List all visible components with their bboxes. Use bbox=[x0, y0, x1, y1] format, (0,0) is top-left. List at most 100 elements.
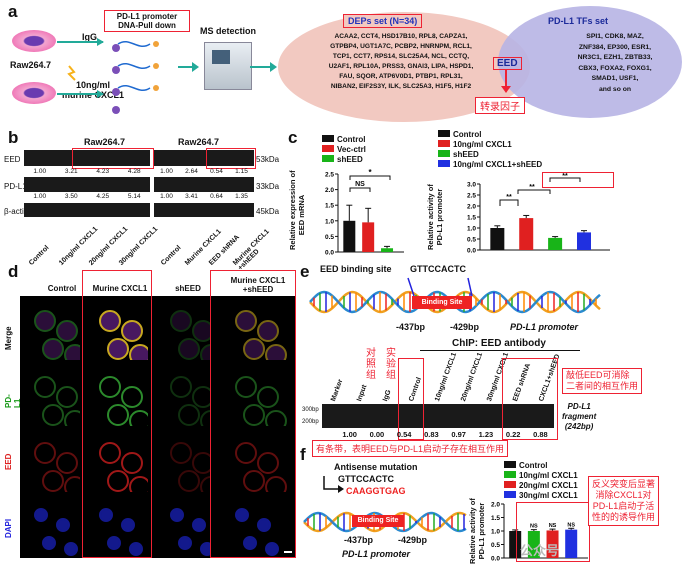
f-bp1: -437bp bbox=[344, 535, 374, 545]
legend-item: 10ng/ml CXCL1+shEED bbox=[438, 160, 542, 170]
legend-swatch bbox=[322, 155, 334, 162]
y-tick-label: 2.0 bbox=[467, 204, 476, 211]
cell bbox=[107, 338, 129, 360]
arrow-to-ms bbox=[178, 62, 199, 72]
value: 4.23 bbox=[96, 168, 110, 175]
e-eed-site: EED binding site bbox=[320, 264, 392, 274]
y-tick-label: 2.0 bbox=[491, 502, 500, 509]
e-lane-label: 20ng/ml CXCL1 bbox=[460, 351, 485, 403]
bar-0 bbox=[343, 220, 356, 252]
e-seq: GTTCCACTC bbox=[410, 264, 466, 274]
panel-d-label: d bbox=[8, 262, 19, 281]
y-tick-label: 1.5 bbox=[325, 203, 334, 210]
legend-swatch bbox=[504, 471, 516, 478]
legend-item: 10ng/ml CXCL1 bbox=[504, 471, 578, 481]
ns-label: NS bbox=[530, 524, 538, 530]
cell bbox=[99, 442, 121, 464]
cell bbox=[42, 338, 64, 360]
legend-label: Control bbox=[453, 130, 482, 139]
e-lane-label: 10ng/ml CXCL1 bbox=[434, 351, 459, 403]
e-gel bbox=[322, 404, 554, 428]
row-label-eed: EED bbox=[4, 453, 13, 470]
col-header: Control bbox=[47, 284, 77, 293]
legend-label: 10ng/ml CXCL1+shEED bbox=[453, 160, 543, 169]
cell bbox=[99, 508, 113, 522]
sig-bracket bbox=[517, 189, 551, 194]
kda-eed: 53kDa bbox=[256, 155, 280, 164]
legend-item: 20ng/ml CXCL1 bbox=[504, 481, 578, 491]
cell bbox=[235, 442, 257, 464]
cell bbox=[257, 386, 279, 408]
tfs-title: PD-L1 TFs set bbox=[548, 16, 609, 26]
e-bp2: -429bp bbox=[450, 322, 480, 332]
y-tick-label: 0.0 bbox=[325, 250, 334, 257]
y-tick-label: 2.0 bbox=[325, 187, 334, 194]
cell bbox=[56, 452, 78, 474]
row-label-merge: Merge bbox=[4, 326, 13, 350]
legend-label: shEED bbox=[337, 155, 363, 164]
e-cn-exp: 实 验 组 bbox=[386, 348, 396, 381]
cell bbox=[107, 536, 121, 550]
micro-tile bbox=[212, 362, 294, 426]
value: 0.00 bbox=[369, 430, 385, 439]
value: 4.25 bbox=[96, 193, 110, 200]
value: 1.15 bbox=[235, 168, 248, 175]
cell bbox=[243, 338, 265, 360]
legend-item: 30ng/ml CXCL1 bbox=[504, 491, 578, 501]
legend-item: Control bbox=[504, 461, 578, 471]
e-highlight-shrna bbox=[502, 358, 558, 440]
cell bbox=[170, 508, 184, 522]
micro-tile bbox=[82, 362, 148, 426]
e-marker-200: 200bp bbox=[302, 419, 319, 425]
f-legend: Control 10ng/ml CXCL1 20ng/ml CXCL1 30ng… bbox=[504, 461, 578, 501]
d-row-labels: Merge PD-L1 EED DAPI bbox=[4, 300, 22, 560]
micro-tile bbox=[20, 362, 80, 426]
deps-title: DEPs set (N=34) bbox=[343, 14, 423, 28]
cell bbox=[42, 536, 56, 550]
arrow-to-sets bbox=[250, 62, 277, 72]
f-title: Antisense mutation bbox=[334, 462, 418, 472]
y-tick-label: 0.5 bbox=[325, 234, 334, 241]
micro-tile bbox=[212, 428, 294, 492]
cell bbox=[170, 442, 192, 464]
watermark: 公众号 bbox=[520, 543, 560, 558]
cell bbox=[200, 542, 210, 556]
f-seq1: GTTCCACTC bbox=[338, 474, 394, 484]
panel-e-label: e bbox=[300, 262, 310, 281]
ns-label: NS bbox=[355, 181, 365, 188]
micro-tile bbox=[82, 428, 148, 492]
d-highlight-cxcl1 bbox=[82, 270, 152, 558]
y-tick-label: 2.5 bbox=[325, 172, 334, 179]
cell bbox=[192, 320, 210, 342]
f-cn-note: 反义突变后显著 消除CXCL1对 PD-L1启动子活 性的的诱导作用 bbox=[588, 476, 660, 526]
legend-label: 20ng/ml CXCL1 bbox=[519, 481, 578, 490]
micro-tile bbox=[20, 428, 80, 492]
site-pointer bbox=[467, 277, 473, 297]
cell bbox=[34, 376, 56, 398]
col-header: shEED bbox=[175, 284, 201, 293]
legend-label: Control bbox=[337, 135, 366, 144]
e-promoter: PD-L1 promoter bbox=[510, 322, 579, 332]
ms-label: MS detection bbox=[200, 26, 257, 36]
cell bbox=[107, 470, 129, 492]
cell bbox=[64, 476, 80, 492]
bar-3 bbox=[577, 232, 591, 250]
cell bbox=[170, 376, 192, 398]
cell bbox=[243, 470, 265, 492]
cell bbox=[129, 476, 148, 492]
cell bbox=[200, 476, 210, 492]
legend-swatch bbox=[322, 145, 334, 152]
value: 1.00 bbox=[33, 168, 47, 175]
y-tick-label: 3.0 bbox=[467, 182, 476, 189]
sig-bracket bbox=[499, 199, 519, 206]
value: 0.54 bbox=[396, 430, 412, 439]
cell bbox=[192, 452, 210, 474]
legend-swatch bbox=[438, 160, 450, 167]
y-tick-label: 2.5 bbox=[467, 193, 476, 200]
cell bbox=[121, 518, 135, 532]
micro-tile bbox=[212, 494, 294, 558]
value: 2.64 bbox=[185, 168, 198, 175]
cell bbox=[178, 536, 192, 550]
cell bbox=[34, 442, 56, 464]
